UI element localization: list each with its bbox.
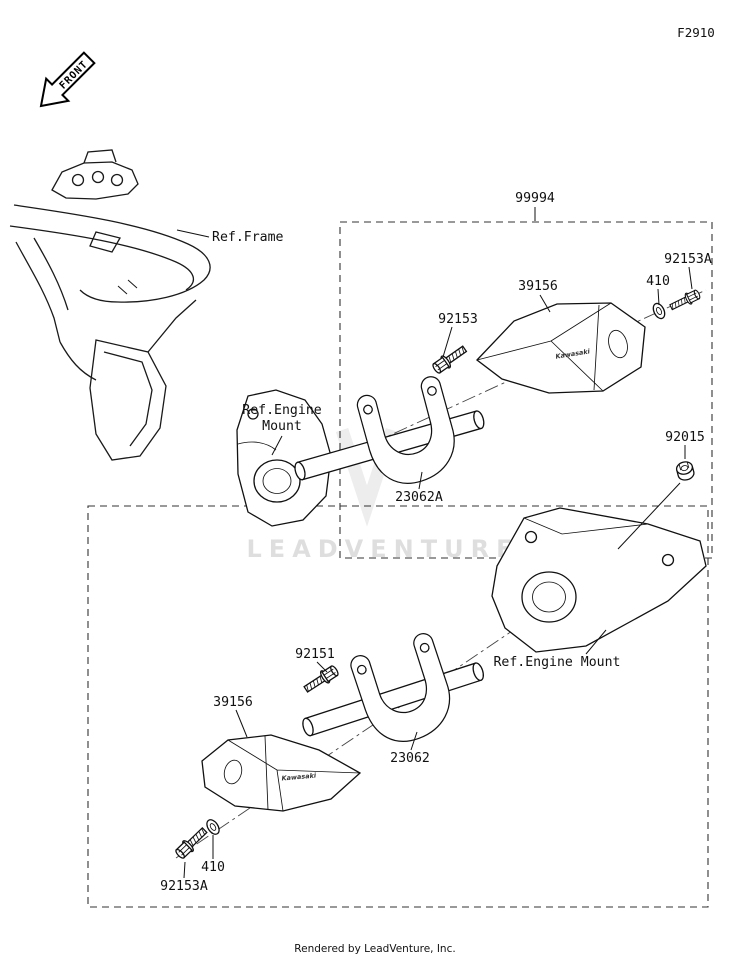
footer-credit: Rendered by LeadVenture, Inc. [294,943,455,955]
diagram-code: F2910 [677,25,715,40]
label-nut[interactable]: 92015 [665,430,705,445]
leader-mount-lower [585,629,607,655]
label-ref-frame: Ref.Frame [212,230,284,245]
engine-mount-lower-drawing [491,507,707,653]
leader-slider-lower [235,709,248,738]
leader-lines [176,207,693,879]
label-bolt-lower[interactable]: 92151 [295,647,335,662]
leader-slider-upper [539,294,551,313]
bolt-upper-drawing [430,342,470,377]
kit-box-upper [339,221,713,559]
slider-lower-drawing: Kawasaki [201,734,362,812]
label-bolt-upper[interactable]: 92153 [438,312,478,327]
label-washer-upper[interactable]: 410 [646,274,670,289]
leader-bolt-lower [316,661,328,673]
leader-ref-frame [176,229,210,238]
leader-bolt-flanged-lower [183,861,186,879]
label-bolt-flanged-lower[interactable]: 92153A [160,879,208,894]
label-ref-engine-mount-upper-line1: Ref.Engine [242,403,321,418]
engine-mount-upper-drawing [236,389,332,527]
slider-brand-text: Kawasaki [281,771,317,782]
leader-bracket-upper [418,471,423,490]
label-bracket-upper[interactable]: 23062A [395,490,443,505]
bolt-flanged-upper-drawing [667,287,703,314]
label-kit-99994[interactable]: 99994 [515,191,555,206]
label-slider-upper[interactable]: 39156 [518,279,558,294]
leader-bolt-flanged-upper [688,266,693,290]
label-ref-engine-mount-lower: Ref.Engine Mount [493,655,620,670]
label-bolt-flanged-upper[interactable]: 92153A [664,252,712,267]
leader-washer-upper [657,288,660,306]
leader-mount-upper [271,435,283,456]
leader-bolt-upper [442,326,453,358]
frame-drawing [9,149,211,461]
bolt-lower-drawing [301,662,341,696]
watermark-text: LEADVENTURE [247,535,520,563]
front-arrow-icon [39,51,96,108]
label-bracket-lower[interactable]: 23062 [390,751,430,766]
leader-nut-to-mount [617,482,681,550]
bolt-flanged-lower-drawing [172,824,211,862]
kit-box-lower [87,505,709,908]
nut-drawing [675,461,695,481]
label-slider-lower[interactable]: 39156 [213,695,253,710]
label-ref-engine-mount-upper-line2: Mount [262,419,302,434]
washer-lower-drawing [203,816,223,838]
leader-bracket-lower [410,731,418,751]
label-washer-lower[interactable]: 410 [201,860,225,875]
slider-upper-drawing: Kawasaki [476,302,646,394]
front-direction-arrow: FRONT [39,51,96,108]
